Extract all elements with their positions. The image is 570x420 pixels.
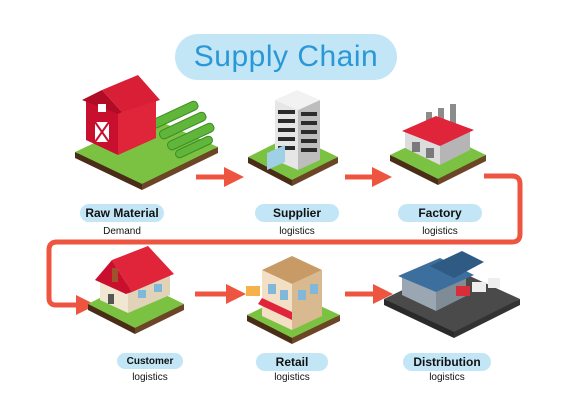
node-label-distribution: Distribution [403,353,491,371]
shop-building-icon [246,256,340,344]
node-sub-supplier: logistics [279,226,315,237]
node-label-customer: Customer [117,353,183,369]
house-icon [88,246,184,334]
node-label-supplier: Supplier [255,204,339,222]
node-sub-retail: logistics [274,372,310,383]
node-label-raw-material: Raw Material [80,204,164,222]
factory-icon [390,104,486,185]
node-sub-raw-material: Demand [103,226,141,237]
title-pill: Supply Chain [175,34,397,80]
node-sub-customer: logistics [132,372,168,383]
office-building-icon [248,90,338,186]
flow-arrows [46,167,523,315]
arrow-factory-to-customer [46,173,523,315]
node-sub-distribution: logistics [429,372,465,383]
node-label-retail: Retail [256,353,328,371]
page-title: Supply Chain [193,40,379,73]
warehouse-trucks-icon [384,251,520,338]
node-sub-factory: logistics [422,226,458,237]
node-label-factory: Factory [398,204,482,222]
barn-farm-icon [75,75,218,190]
